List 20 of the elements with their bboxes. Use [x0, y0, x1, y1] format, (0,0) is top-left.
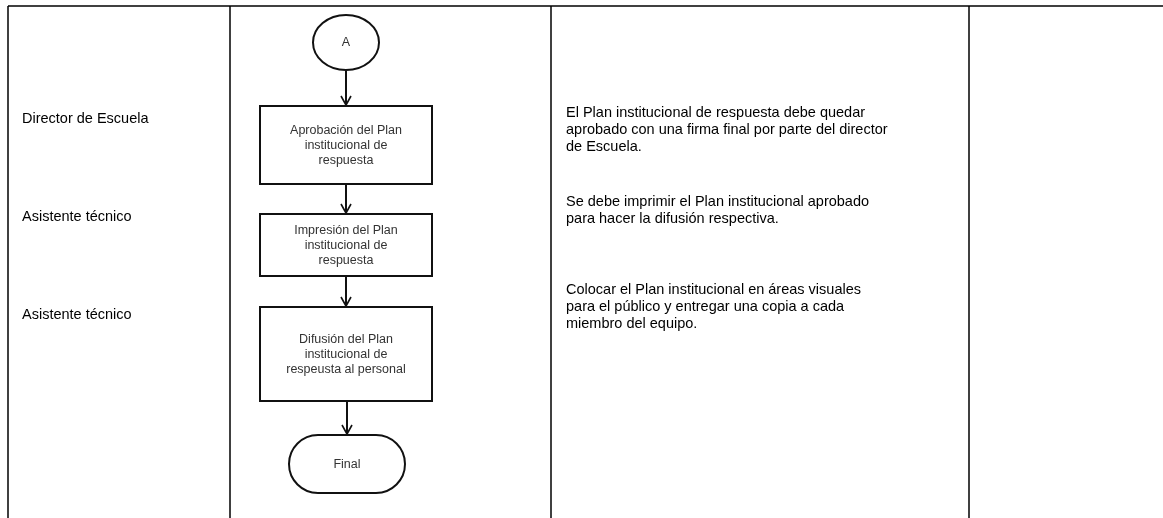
step-text: Final — [332, 456, 362, 472]
step-text: A — [340, 35, 352, 50]
step-text: Impresión del Plan institucional de respuesta — [293, 222, 399, 268]
description-text: El Plan institucional de respuesta debe quedar aprobado con una firma final por parte del director de Escuela. — [566, 104, 889, 155]
process-box — [259, 306, 433, 402]
role-label: Asistente técnico — [22, 306, 132, 323]
arrow — [340, 70, 352, 106]
arrow — [341, 401, 353, 435]
connector-circle — [312, 14, 380, 71]
process-box — [259, 105, 433, 185]
arrow — [340, 276, 352, 307]
role-label: Director de Escuela — [22, 110, 149, 127]
process-box — [259, 213, 433, 277]
step-text: Difusión del Plan institucional de respeusta al personal — [285, 331, 407, 377]
terminal-shape — [288, 434, 406, 494]
description-text: Se debe imprimir el Plan institucional aprobado para hacer la difusión respectiva. — [566, 193, 871, 227]
role-label: Asistente técnico — [22, 208, 132, 225]
step-text: Aprobación del Plan institucional de respuesta — [289, 122, 403, 168]
arrow — [340, 184, 352, 214]
description-text: Colocar el Plan institucional en áreas visuales para el público y entregar una copia a cada miembro del equipo. — [566, 281, 862, 332]
